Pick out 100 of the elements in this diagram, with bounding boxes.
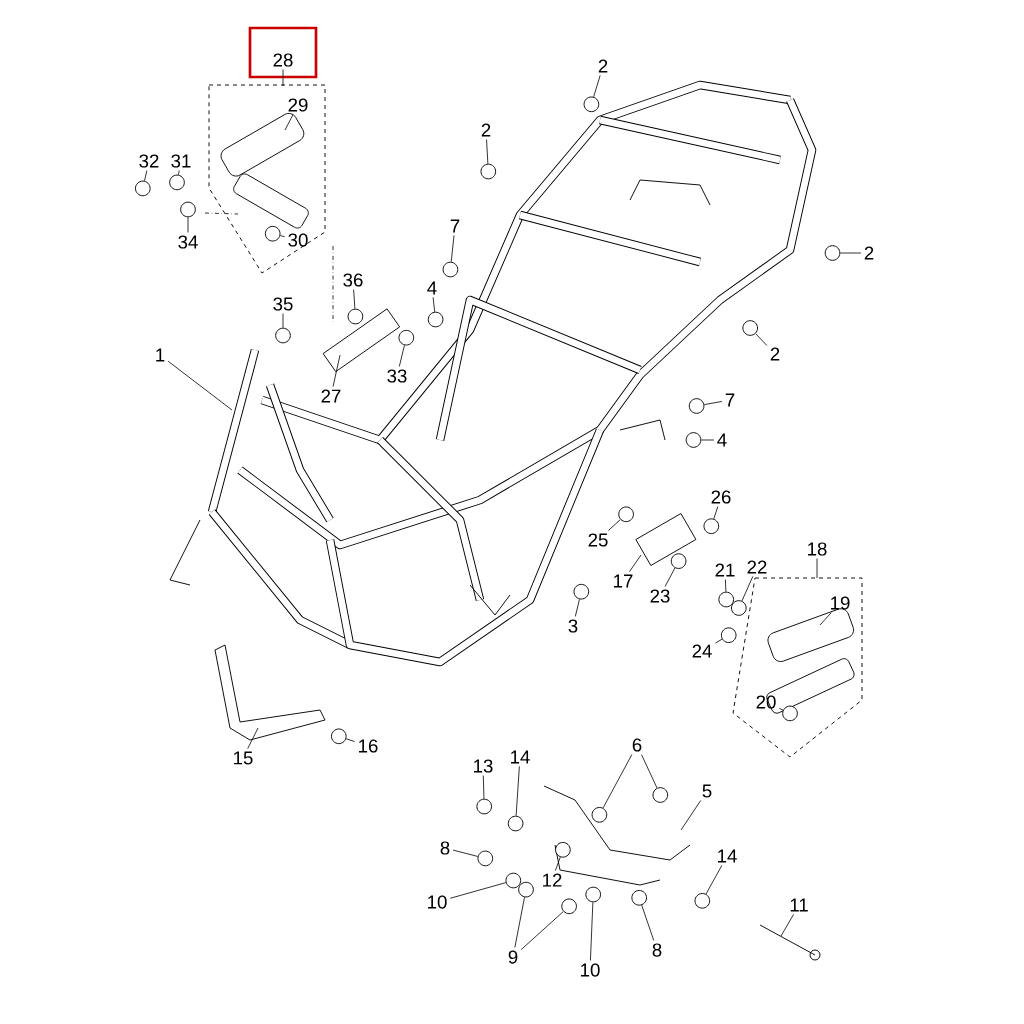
callout-number: 10 [581,963,600,977]
leader-line [282,313,284,329]
callout-number: 19 [831,596,850,610]
leader-line [514,896,525,948]
leader-line [555,856,561,871]
leader-line [725,579,727,593]
callout-number: 2 [864,246,874,260]
callout-number: 31 [171,154,191,168]
leader-line [452,849,479,857]
leader-line [574,598,580,617]
leader-line [629,554,642,573]
leader-line [520,911,564,951]
callout-number: 1 [156,348,165,362]
leader-line [432,296,436,313]
small-part [505,872,522,889]
small-part [703,518,720,534]
callout-number: 17 [614,574,633,588]
leader-line [282,69,284,87]
callout-number: 6 [632,738,642,752]
leader-line [714,638,723,644]
callout-number: 13 [474,759,493,773]
callout-number: 16 [359,739,378,753]
leader-line [602,754,633,809]
leader-line [486,139,489,165]
callout-number: 24 [692,644,712,658]
leader-line [641,904,655,941]
leader-line [279,235,286,238]
callout-number: 2 [481,123,491,137]
small-part [518,881,534,898]
leader-line [608,519,621,531]
small-part [507,815,524,832]
leader-line [332,354,341,387]
callout-number: 4 [717,433,727,447]
leader-line [187,216,189,233]
leader-line [641,754,658,789]
leader-line [449,882,507,899]
callout-number: 11 [790,898,808,912]
leader-line [755,333,768,346]
callout-number: 4 [427,281,437,295]
callout-number: 8 [440,841,450,855]
callout-number: 32 [139,154,159,168]
leader-line [178,170,180,176]
callout-number: 27 [321,389,341,403]
callout-number: 22 [747,560,767,574]
callout-number: 7 [450,219,460,233]
leader-line [713,506,719,520]
small-part [427,311,444,328]
small-part [331,728,347,745]
leader-line [839,252,862,254]
small-part [688,398,705,414]
leader-line [482,775,485,800]
callout-number: 9 [508,950,518,964]
leader-line [345,738,356,742]
small-part [652,787,669,803]
small-part [169,174,185,191]
leader-line [664,567,676,587]
callout-number: 36 [343,273,363,287]
callout-number: 28 [273,53,293,67]
callout-number: 30 [288,233,308,247]
callout-number: 15 [234,751,253,765]
small-part [275,327,291,344]
callout-number: 25 [588,533,608,547]
callout-number: 21 [715,563,735,577]
callout-number: 35 [273,297,293,311]
small-part [561,898,577,915]
small-part [480,163,497,180]
small-part [347,308,364,325]
leader-line [398,344,405,367]
callout-number: 3 [568,619,578,633]
small-part [555,842,571,858]
leader-line [816,558,818,579]
callout-number: 14 [511,750,530,764]
leader-line [700,439,715,441]
small-part [180,201,196,218]
leader-line [515,765,520,817]
small-part [718,591,734,608]
small-part [398,329,415,346]
callout-number: 10 [428,895,447,909]
leader-line [705,864,723,895]
leader-line [247,727,259,749]
leader-line [703,401,723,406]
small-part [618,506,634,523]
leader-line [144,170,148,182]
small-part [720,627,737,643]
leader-line [780,913,794,937]
callout-number: 23 [650,589,670,603]
leader-line [741,576,754,602]
leader-line [167,360,233,411]
small-part [694,893,711,909]
small-part [264,225,281,242]
small-part [631,890,647,906]
small-part [585,886,601,903]
callout-number: 12 [543,873,562,887]
small-part [685,432,702,448]
callout-number: 2 [770,347,780,361]
small-part [573,583,590,600]
small-part [583,96,600,113]
small-part [477,850,494,867]
small-part [442,261,459,278]
callout-number: 18 [808,542,827,556]
